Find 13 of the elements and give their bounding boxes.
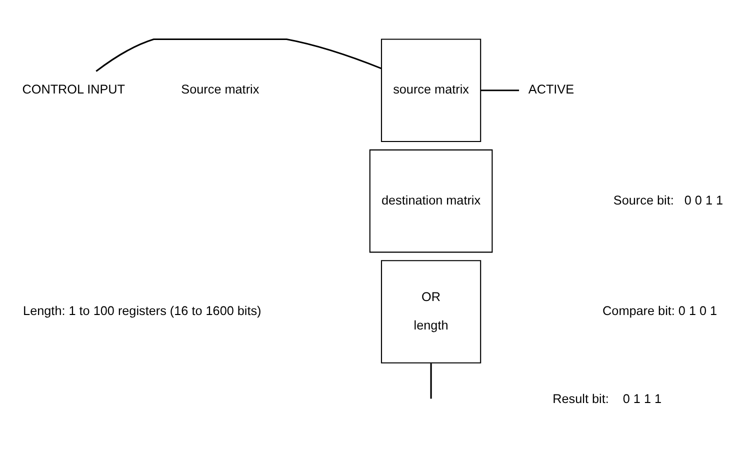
label: Result bit: 0 1 1 1: [552, 392, 662, 406]
node-text: ACTIVE: [528, 82, 574, 97]
label: Compare bit: 0 1 0 1: [602, 304, 718, 318]
label: Source matrix: [181, 82, 260, 97]
node-box: OR length: [380, 260, 482, 364]
node-text: CONTROL INPUT: [22, 82, 126, 97]
label: Source bit: 0 0 1 1: [613, 193, 724, 208]
connector: [480, 90, 520, 92]
connector: [96, 38, 382, 72]
label: Length: 1 to 100 registers (16 to 1600 bits): [23, 304, 262, 318]
node-box: destination matrix: [369, 149, 493, 253]
node-box: source matrix: [380, 38, 482, 142]
connector: [430, 363, 432, 399]
